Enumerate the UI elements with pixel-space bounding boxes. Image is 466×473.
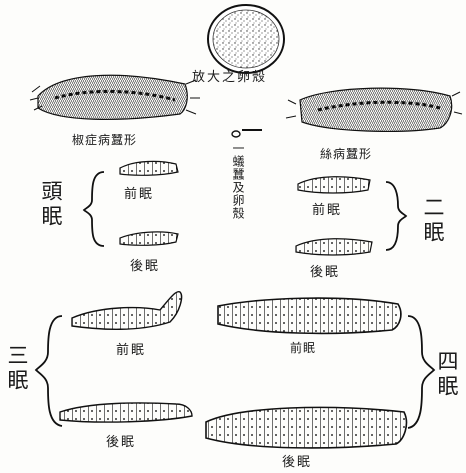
- third-moult-label: 三眠: [6, 344, 27, 394]
- first-moult-larvae: [120, 161, 178, 245]
- first-post-label: 後眠: [130, 260, 160, 273]
- third-pre-label: 前眠: [116, 344, 146, 357]
- second-moult-label: 二眠: [422, 196, 443, 246]
- diseased-larva-left: [30, 75, 200, 119]
- second-pre-label: 前眠: [312, 204, 342, 217]
- egg-drawing: [208, 5, 284, 73]
- fourth-moult-larvae: [206, 298, 406, 448]
- egg-shell-label: 一蟻蠶及卵殼: [232, 142, 244, 220]
- first-pre-label: 前眠: [124, 188, 154, 201]
- third-post-label: 後眠: [106, 436, 136, 449]
- diseased-right-label: 絲病蠶形: [320, 148, 372, 160]
- hatchling-drawing: [232, 130, 262, 137]
- fourth-pre-label: 前眠: [290, 342, 316, 354]
- fourth-moult-label: 四眠: [436, 350, 457, 400]
- diseased-larva-right: [286, 88, 462, 131]
- egg-label: 放大之卵殼: [192, 71, 267, 84]
- fourth-post-label: 後眠: [282, 456, 312, 469]
- second-post-label: 後眠: [310, 266, 340, 279]
- diseased-left-label: 椒症病蠶形: [72, 134, 137, 146]
- first-moult-label: 頭眠: [40, 180, 61, 230]
